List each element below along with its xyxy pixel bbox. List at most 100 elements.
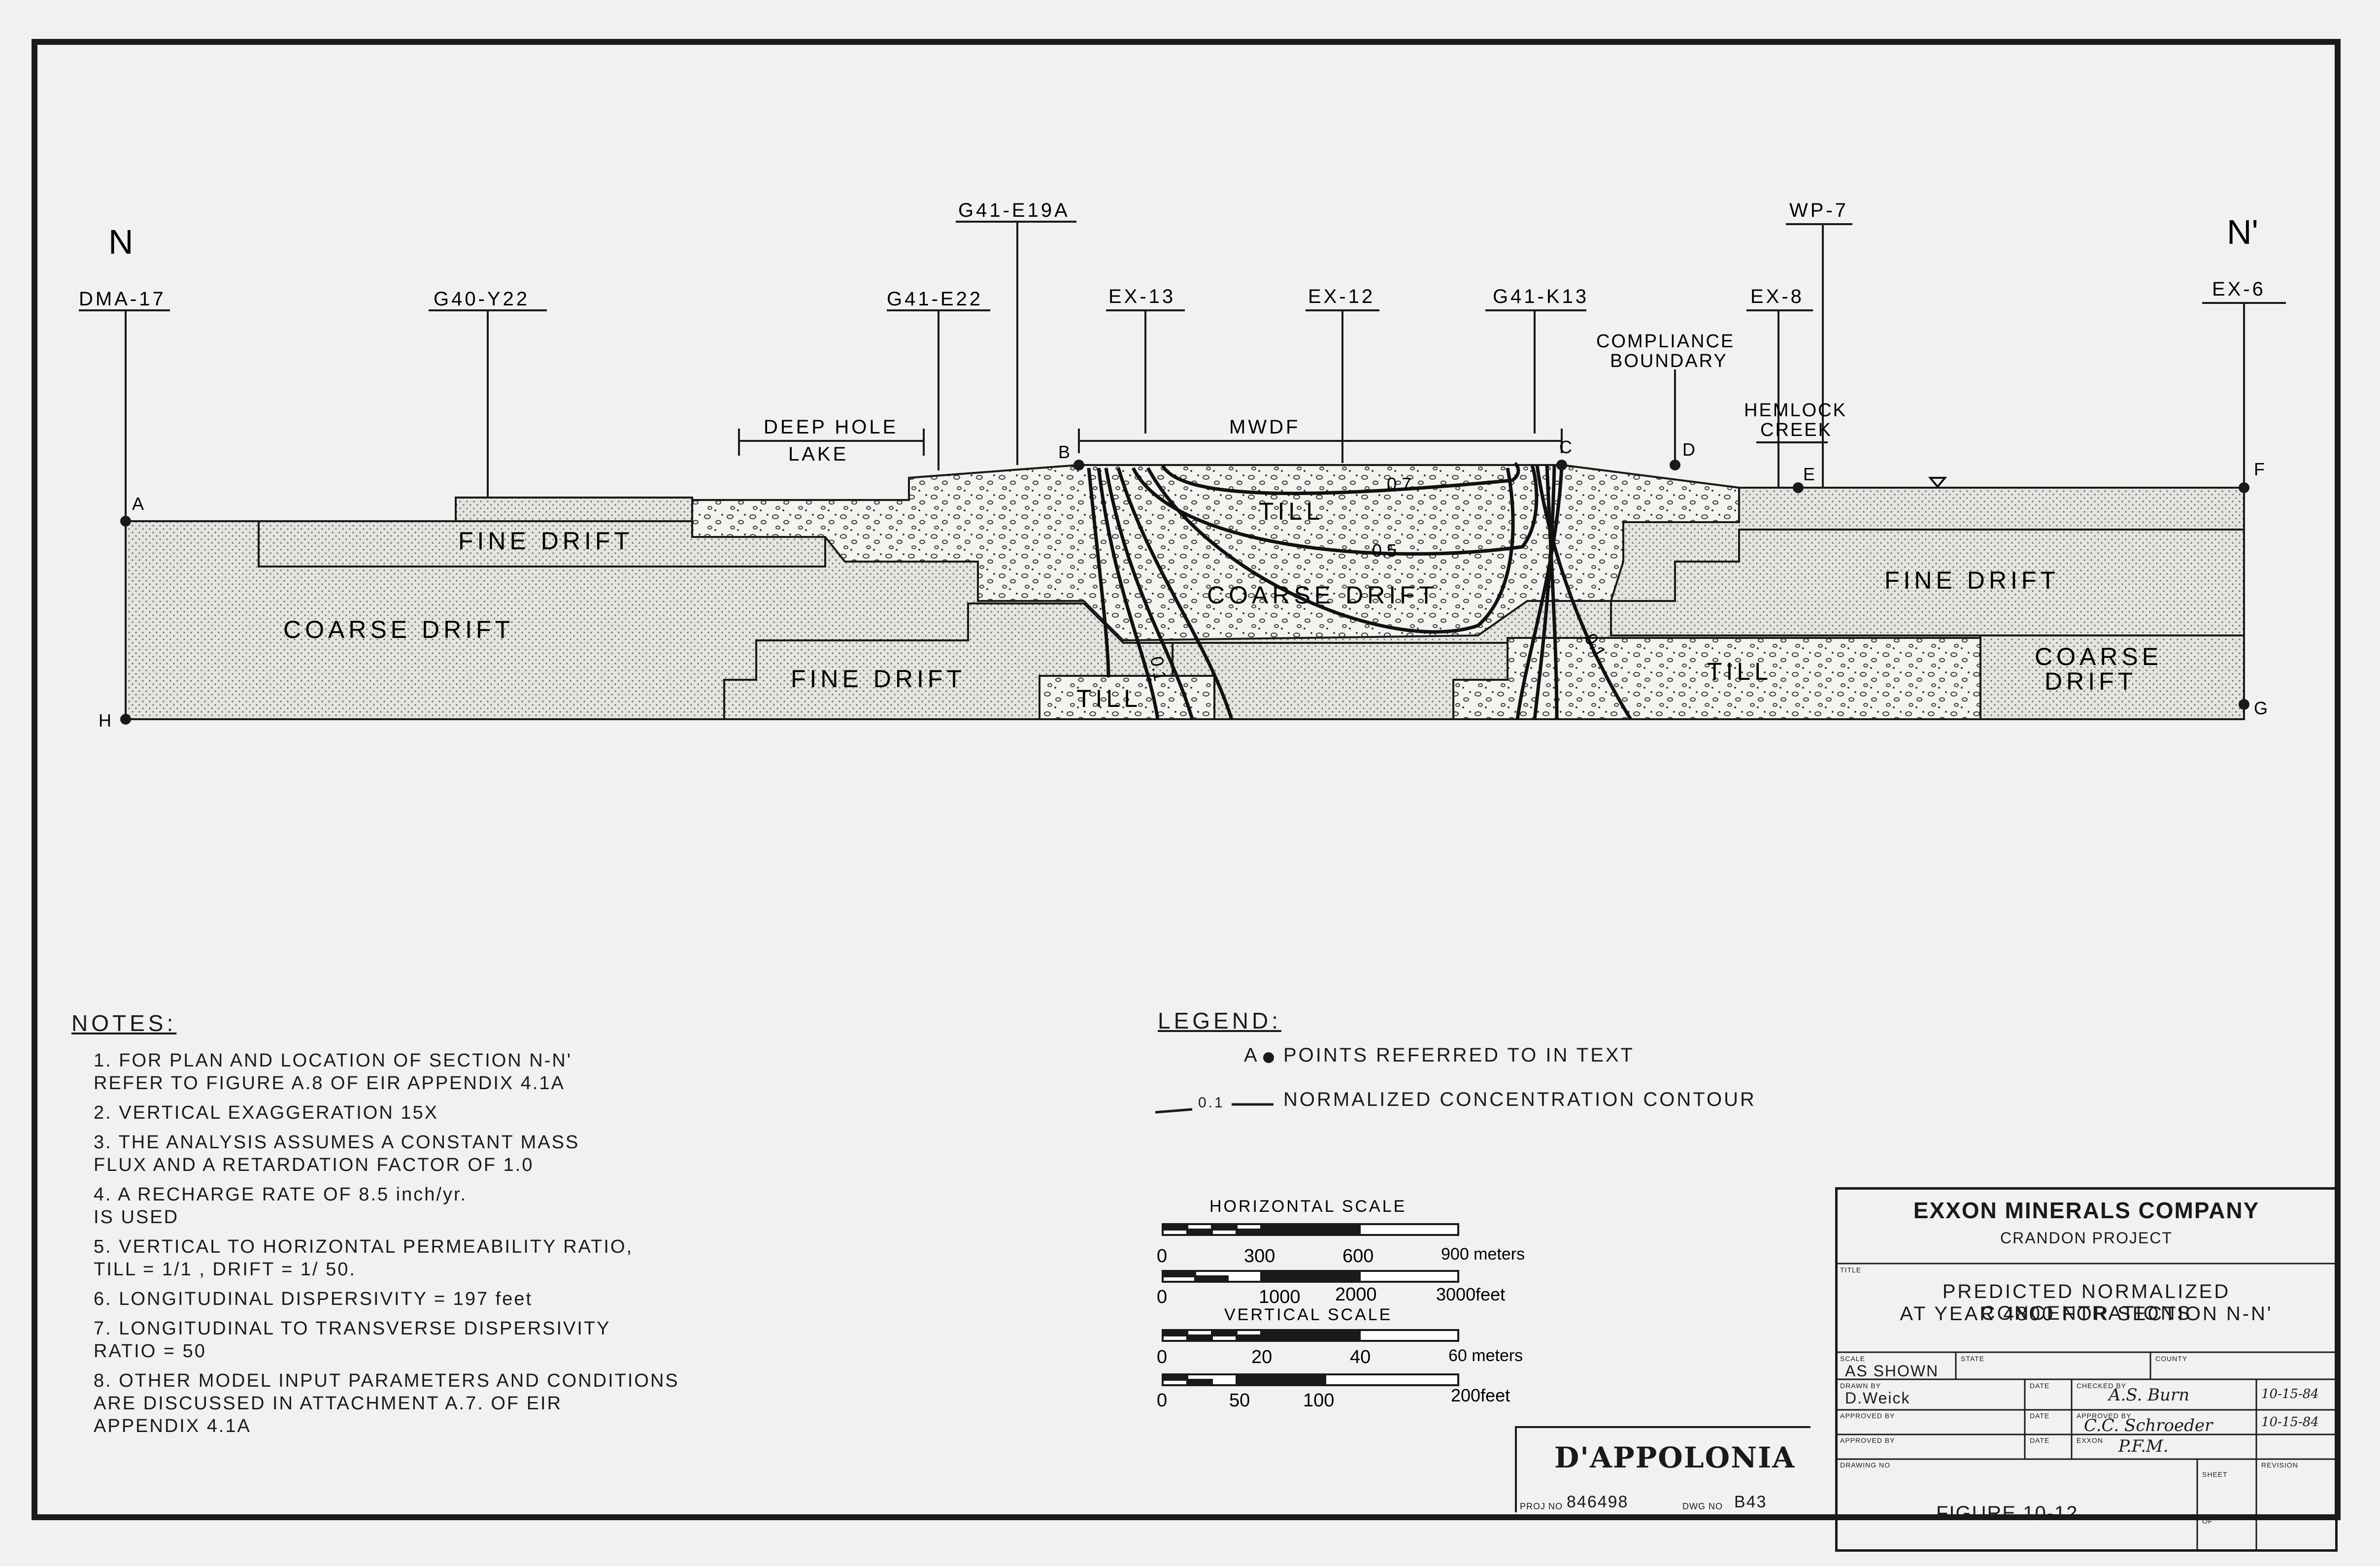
- concentration-contours: [1087, 462, 1632, 720]
- notes-list: 1. FOR PLAN AND LOCATION OF SECTION N-N'…: [94, 1049, 813, 1444]
- compliance-label-1: COMPLIANCE: [1596, 331, 1735, 352]
- contour-label-0-5: 0.5: [1372, 540, 1397, 561]
- approved-by-caption: APPROVED BY: [2077, 1412, 2132, 1420]
- contour-inner-left-2: [1104, 467, 1194, 720]
- proj-no-caption: PROJ NO: [1520, 1501, 1563, 1511]
- approved-by-signature: C.C. Schroeder: [2084, 1416, 2213, 1435]
- proj-no: 846498: [1567, 1493, 1629, 1511]
- drawn-by-value: D.Weick: [1845, 1389, 1911, 1407]
- label-till-lower-left: TILL: [1076, 685, 1141, 712]
- v-feet-3: 200feet: [1451, 1385, 1510, 1405]
- legend-contour-text: NORMALIZED CONCENTRATION CONTOUR: [1283, 1089, 1756, 1110]
- well-wp-7: WP-7: [1789, 200, 1848, 221]
- contour-label-0-7: 0.7: [1387, 474, 1411, 494]
- creek-label-2: CREEK: [1760, 420, 1832, 440]
- point-h: H: [99, 710, 111, 731]
- v-feet-1: 50: [1229, 1390, 1250, 1411]
- vertical-scale-title: VERTICAL SCALE: [1224, 1305, 1392, 1324]
- well-ex-12: EX-12: [1308, 286, 1375, 307]
- legend-contour-icon-left: [1155, 1108, 1193, 1114]
- point-d: D: [1682, 439, 1695, 460]
- checked-by-signature: A.S. Burn: [2109, 1385, 2190, 1405]
- legend-title: LEGEND:: [1158, 1008, 1281, 1033]
- v-meters-2: 40: [1350, 1347, 1371, 1367]
- county-caption: COUNTY: [2155, 1355, 2188, 1363]
- state-caption: STATE: [1961, 1355, 1985, 1363]
- point-c: C: [1559, 437, 1572, 457]
- well-g40-y22: G40-Y22: [434, 288, 530, 310]
- well-ex-8: EX-8: [1750, 286, 1804, 307]
- cross-section: FINE DRIFT COARSE DRIFT FINE DRIFT TILL …: [125, 462, 2245, 720]
- h-feet-0: 0: [1157, 1287, 1167, 1307]
- approved-by-2-caption: APPROVED BY: [1840, 1436, 1895, 1444]
- mwdf-label: MWDF: [1229, 416, 1300, 438]
- contour-label-0-1-left: 0.1: [1146, 655, 1171, 682]
- label-till-right: TILL: [1707, 658, 1772, 685]
- well-g41-e22: G41-E22: [887, 288, 983, 310]
- contour-inner-right-3: [1533, 465, 1556, 720]
- label-till-upper: TILL: [1259, 498, 1324, 525]
- v-meters-0: 0: [1157, 1347, 1167, 1367]
- note-item: 4. A RECHARGE RATE OF 8.5 inch/yr. IS US…: [94, 1184, 468, 1228]
- dwg-no: B43: [1734, 1493, 1767, 1511]
- revision-caption: REVISION: [2261, 1461, 2298, 1469]
- consultant-logo: D'APPOLONIA: [1554, 1441, 1796, 1474]
- point-e: E: [1803, 464, 1815, 484]
- creek-label-1: HEMLOCK: [1744, 400, 1847, 421]
- h-meters-2: 600: [1342, 1246, 1374, 1266]
- horizontal-scale-bars: [1162, 1223, 1459, 1283]
- note-item: 8. OTHER MODEL INPUT PARAMETERS AND COND…: [94, 1370, 679, 1436]
- drawing-title-2: AT YEAR 4800 FOR SECTION N-N': [1900, 1303, 2273, 1325]
- lake-label-1: DEEP HOLE: [764, 416, 898, 438]
- reference-points: [120, 460, 2249, 725]
- point-f: F: [2254, 459, 2265, 479]
- feature-markers: [738, 429, 1828, 456]
- h-meters-0: 0: [1157, 1246, 1167, 1266]
- date-caption: DATE: [2030, 1412, 2050, 1420]
- drawing-no-caption: DRAWING NO: [1840, 1461, 1891, 1469]
- legend-point-icon: [1263, 1052, 1274, 1063]
- contour-0-5: [1131, 465, 1539, 556]
- legend-points-symbol: A: [1244, 1044, 1259, 1066]
- contour-inner-right-2: [1545, 465, 1559, 720]
- well-ex-6: EX-6: [2212, 278, 2266, 300]
- vertical-scale-bars: [1162, 1329, 1459, 1386]
- fine-drift-right: [1610, 529, 2245, 636]
- sheet-caption: SHEET: [2202, 1470, 2228, 1478]
- v-meters-1: 20: [1251, 1347, 1272, 1367]
- title-caption: TITLE: [1840, 1266, 1862, 1274]
- v-meters-3: 60 meters: [1448, 1346, 1523, 1365]
- v-feet-0: 0: [1157, 1390, 1167, 1411]
- till-upper: [691, 464, 1740, 642]
- well-dma-17: DMA-17: [79, 288, 166, 310]
- lake-label-2: LAKE: [788, 443, 848, 465]
- contour-inner-right-1: [1535, 465, 1632, 720]
- point-g: G: [2254, 698, 2268, 718]
- h-feet-3: 3000feet: [1436, 1284, 1505, 1304]
- company-name: EXXON MINERALS COMPANY: [1913, 1198, 2260, 1223]
- dwg-no-caption: DWG NO: [1682, 1501, 1723, 1511]
- legend-points-text: POINTS REFERRED TO IN TEXT: [1283, 1044, 1635, 1066]
- h-feet-1: 1000: [1259, 1287, 1301, 1307]
- label-fine-drift-lower: FINE DRIFT: [791, 665, 966, 693]
- h-feet-2: 2000: [1335, 1284, 1377, 1305]
- drawn-by-caption: DRAWN BY: [1840, 1382, 1881, 1390]
- water-table-icon: [1928, 477, 1947, 489]
- drawing-title-1: PREDICTED NORMALIZED CONCENTRATIONS: [1942, 1281, 2231, 1324]
- label-coarse-drift-center: COARSE DRIFT: [1207, 581, 1438, 609]
- checked-date: 10-15-84: [2261, 1387, 2319, 1401]
- point-a: A: [132, 494, 144, 514]
- label-fine-drift-left: FINE DRIFT: [458, 527, 633, 555]
- h-meters-1: 300: [1244, 1246, 1275, 1266]
- note-item: 3. THE ANALYSIS ASSUMES A CONSTANT MASS …: [94, 1132, 580, 1175]
- notes-title: NOTES:: [71, 1010, 177, 1036]
- well-g41-e19a: G41-E19A: [958, 200, 1070, 221]
- note-item: 5. VERTICAL TO HORIZONTAL PERMEABILITY R…: [94, 1236, 634, 1280]
- project-name: CRANDON PROJECT: [2000, 1229, 2173, 1247]
- exxon-signature: P.F.M.: [2118, 1436, 2169, 1456]
- figure-number: FIGURE 10-12: [1936, 1502, 2078, 1524]
- approved-date: 10-15-84: [2261, 1415, 2319, 1430]
- title-block: [1835, 1187, 2338, 1552]
- point-b: B: [1058, 442, 1070, 462]
